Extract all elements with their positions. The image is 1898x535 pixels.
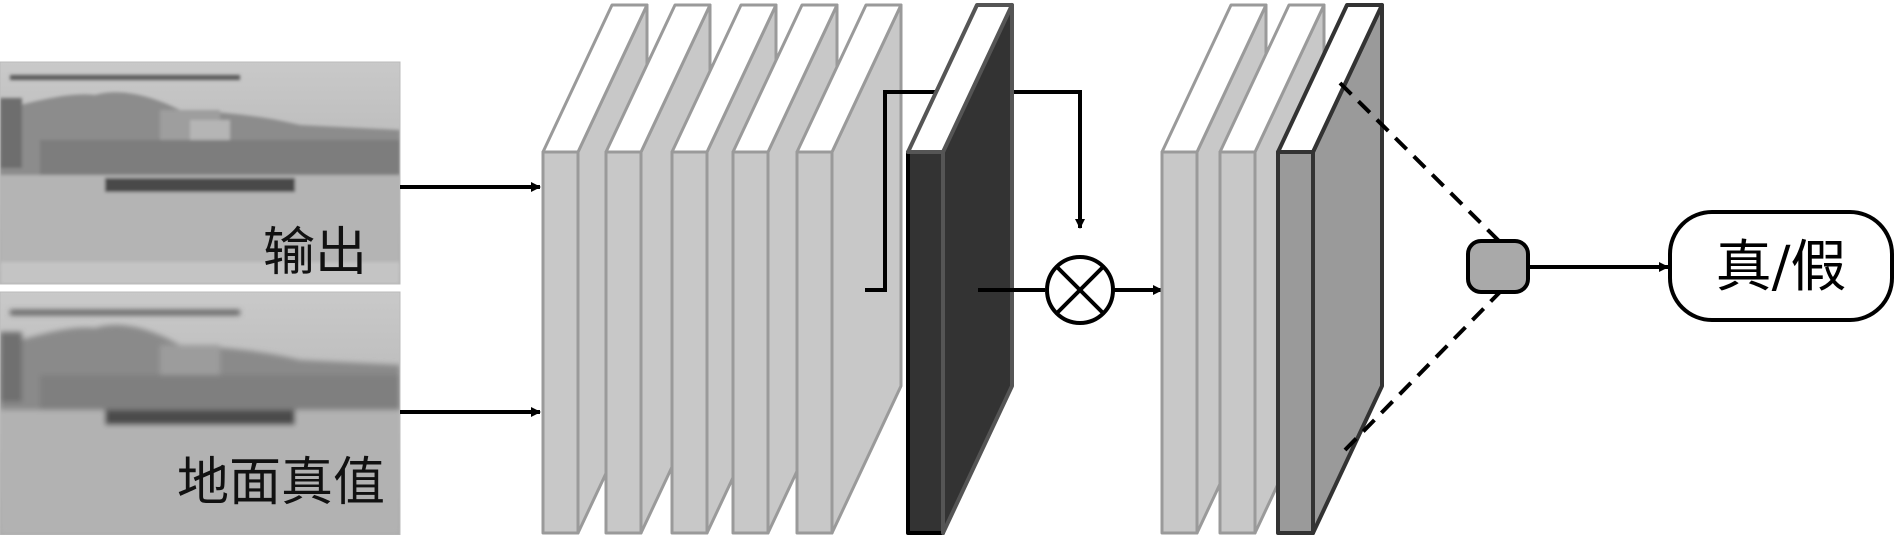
real-fake-label: 真/假 [1716,235,1847,300]
conv-layer-stack-1 [541,3,903,535]
output-image-frame [0,61,401,285]
output-label: 输出 [263,223,367,283]
real-fake-box [1668,210,1894,322]
skip-connection-arrow [865,90,1085,292]
projection-line-top [1338,81,1502,244]
ground-truth-label: 地面真值 [177,453,385,513]
output-image [0,62,400,284]
conv-layer-final [1276,3,1384,535]
output-node [1466,239,1530,294]
attention-layer [906,3,1014,535]
ground-truth-image [0,292,400,535]
multiply-icon [1045,255,1115,325]
conv-layer-stack-2 [1160,3,1384,535]
projection-line-bottom [1343,290,1502,452]
